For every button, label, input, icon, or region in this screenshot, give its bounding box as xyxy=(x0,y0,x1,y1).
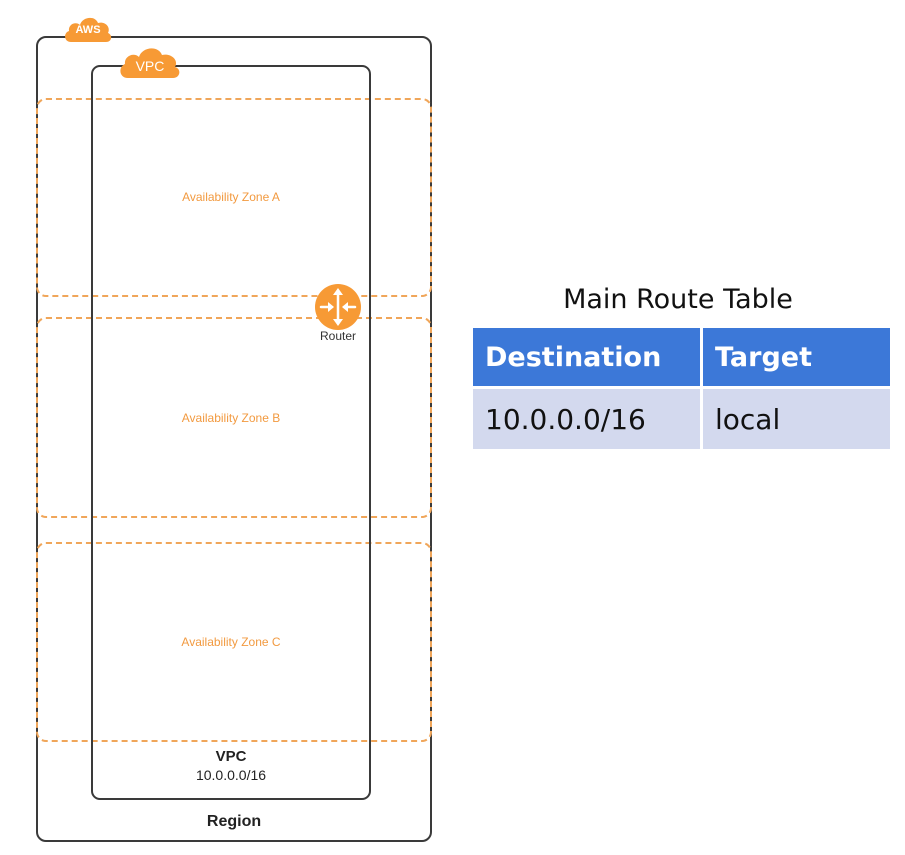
availability-zone-c-label: Availability Zone C xyxy=(181,635,281,649)
table-row: 10.0.0.0/16 local xyxy=(473,389,890,449)
route-table-header-row: Destination Target xyxy=(473,328,890,386)
availability-zone-a-box xyxy=(36,98,432,297)
header-target: Target xyxy=(703,328,890,386)
availability-zone-b-box xyxy=(36,317,432,518)
vpc-label: VPC xyxy=(215,748,247,765)
vpc-cloud-badge: VPC xyxy=(117,42,183,80)
cell-destination: 10.0.0.0/16 xyxy=(473,389,700,449)
aws-badge-label: AWS xyxy=(75,24,101,36)
cell-target: local xyxy=(703,389,890,449)
header-destination: Destination xyxy=(473,328,700,386)
aws-cloud-icon xyxy=(65,17,112,42)
vpc-cloud-icon xyxy=(120,48,180,78)
availability-zone-a-label: Availability Zone A xyxy=(182,190,280,204)
route-table: Destination Target 10.0.0.0/16 local xyxy=(470,325,893,452)
router-label: Router xyxy=(319,329,357,343)
vpc-cidr-label: 10.0.0.0/16 xyxy=(195,767,267,783)
region-label: Region xyxy=(206,813,262,830)
availability-zone-b-label: Availability Zone B xyxy=(181,411,281,425)
vpc-boundary xyxy=(91,65,371,800)
aws-cloud-badge: AWS xyxy=(62,12,114,44)
route-table-title: Main Route Table xyxy=(563,284,793,315)
availability-zone-c-box xyxy=(36,542,432,742)
router-icon xyxy=(313,282,363,337)
vpc-badge-label: VPC xyxy=(135,58,165,74)
